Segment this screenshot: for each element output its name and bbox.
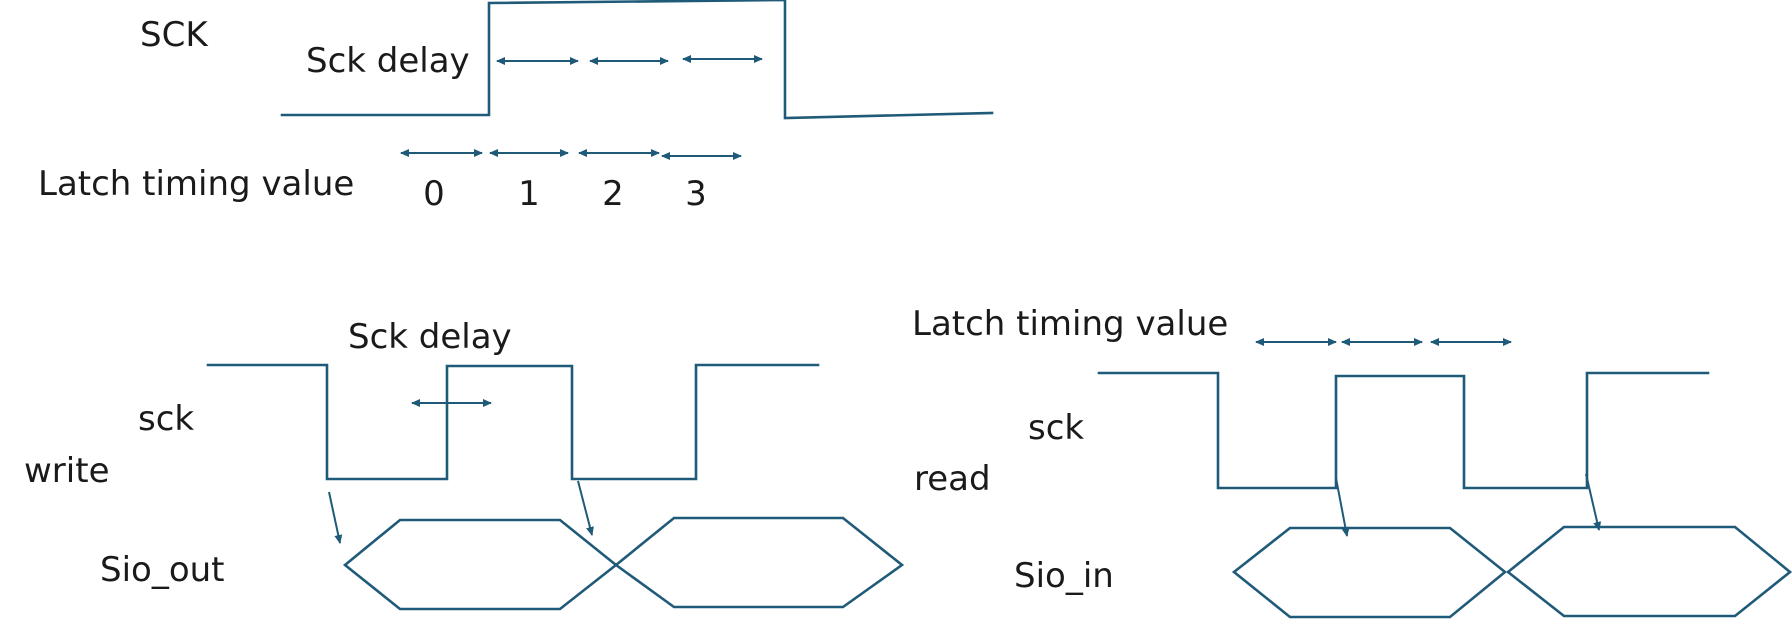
write-mode-label: write (24, 451, 109, 491)
sck-signal-label: SCK (140, 15, 209, 55)
read-sck-label: sck (1028, 408, 1084, 448)
latch-value-1: 1 (518, 174, 540, 214)
sck-waveform (280, 0, 994, 120)
write-output-arrow (328, 491, 343, 544)
read-latch-timing-label: Latch timing value (912, 304, 1228, 344)
write-sck-label: sck (138, 399, 194, 439)
latch-value-0: 0 (423, 174, 445, 214)
sio-in-data-cell (1231, 526, 1508, 619)
write-section: Sck delay sck write Sio_out (24, 317, 905, 611)
read-sck-waveform (1097, 371, 1710, 490)
sck-delay-label: Sck delay (306, 41, 470, 81)
sio-in-label: Sio_in (1014, 556, 1114, 596)
read-mode-label: read (914, 459, 991, 499)
write-sck-delay-label: Sck delay (348, 317, 512, 357)
latch-value-2: 2 (602, 174, 624, 214)
sio-out-data-cell (613, 516, 905, 609)
write-output-arrow (577, 480, 594, 536)
sio-in-data-cell (1505, 525, 1792, 618)
write-sck-waveform (206, 363, 820, 481)
sio-out-label: Sio_out (100, 550, 225, 590)
read-input-arrow (1585, 473, 1602, 531)
sio-out-data-cell (342, 518, 619, 611)
read-input-arrow (1335, 477, 1350, 537)
latch-value-3: 3 (685, 174, 707, 214)
top-section: SCK Sck delay Latch timing value 0 1 2 3 (38, 0, 994, 214)
latch-timing-label: Latch timing value (38, 164, 354, 204)
read-section: Latch timing value sck read Sio_in (912, 304, 1792, 619)
